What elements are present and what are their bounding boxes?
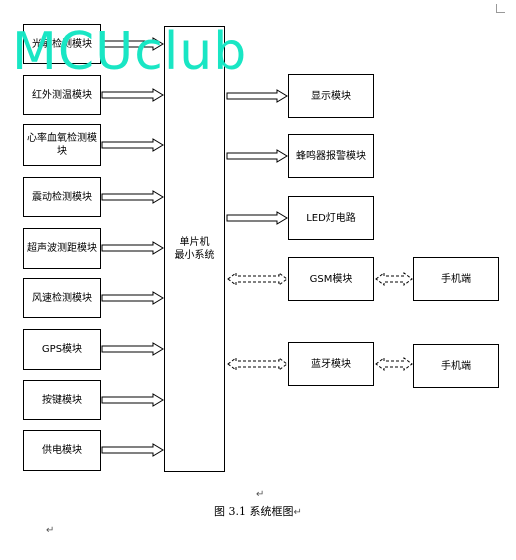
phone-terminal-gsm: 手机端 [413, 257, 499, 301]
bluetooth-link-arrow [227, 357, 288, 371]
module-bluetooth: 蓝牙模块 [288, 342, 374, 386]
mcu-minimum-system: 单片机 最小系统 [164, 26, 225, 472]
input-arrow-2 [101, 138, 164, 152]
figure-caption: 图 3.1 系统框图↵ [0, 503, 516, 519]
output-arrow-2 [226, 211, 288, 225]
paragraph-mark: ↵ [293, 507, 302, 518]
paragraph-mark: ↵ [256, 489, 265, 500]
module-gps: GPS模块 [23, 329, 101, 370]
input-arrow-4 [101, 241, 164, 255]
phone-terminal-bluetooth: 手机端 [413, 344, 499, 388]
caption-text: 图 3.1 系统框图 [214, 505, 294, 518]
gsm-phone-link-arrow [375, 272, 413, 286]
output-arrow-1 [226, 149, 288, 163]
input-arrow-0 [101, 37, 164, 51]
module-heart-rate: 心率血氧检测模块 [23, 124, 101, 166]
input-arrow-6 [101, 342, 164, 356]
input-arrow-8 [101, 443, 164, 457]
module-power: 供电模块 [23, 430, 101, 471]
watermark-logo: MCUclub [12, 22, 248, 82]
bluetooth-phone-link-arrow [375, 357, 413, 371]
page-corner-mark [496, 4, 505, 13]
paragraph-mark: ↵ [46, 525, 55, 536]
module-wind-speed: 风速检测模块 [23, 278, 101, 318]
module-display: 显示模块 [288, 74, 374, 118]
input-arrow-7 [101, 393, 164, 407]
input-arrow-5 [101, 291, 164, 305]
module-vibration: 震动检测模块 [23, 177, 101, 217]
module-light-sensor: 光敏检测模块 [23, 24, 101, 64]
input-arrow-1 [101, 88, 164, 102]
module-infrared-temp: 红外测温模块 [23, 75, 101, 115]
input-arrow-3 [101, 190, 164, 204]
module-led-circuit: LED灯电路 [288, 196, 374, 240]
module-buzzer-alarm: 蜂鸣器报警模块 [288, 134, 374, 178]
module-gsm: GSM模块 [288, 257, 374, 301]
output-arrow-0 [226, 89, 288, 103]
gsm-link-arrow [227, 272, 288, 286]
module-keys: 按键模块 [23, 380, 101, 420]
module-ultrasonic: 超声波测距模块 [23, 228, 101, 269]
